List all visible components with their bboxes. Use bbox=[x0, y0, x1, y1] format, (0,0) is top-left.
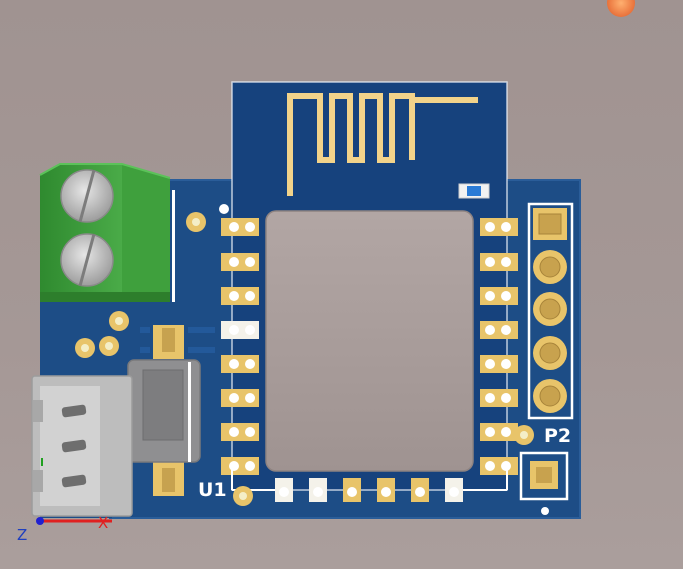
meander-antenna bbox=[287, 93, 478, 196]
orange-origin-marker bbox=[607, 0, 635, 17]
module-silkscreen-outline bbox=[231, 470, 508, 491]
module-bottom-pads bbox=[275, 478, 463, 502]
p2-designator: P2 bbox=[544, 425, 571, 447]
axis-x-label: X bbox=[98, 514, 108, 532]
module-left-pads bbox=[221, 218, 259, 475]
axis-z-label: Z bbox=[17, 526, 27, 544]
pin-header-p2[interactable] bbox=[527, 202, 574, 420]
u1-designator: U1 bbox=[198, 479, 227, 501]
screw-terminal-block[interactable] bbox=[39, 163, 175, 302]
tactile-switch[interactable] bbox=[127, 323, 201, 499]
axis-triad: Z X bbox=[17, 458, 112, 544]
wifi-module[interactable] bbox=[219, 81, 518, 502]
square-pad-terminal bbox=[519, 451, 569, 501]
smd-led bbox=[458, 183, 490, 199]
jst-connector[interactable] bbox=[31, 375, 133, 517]
vias bbox=[75, 212, 549, 515]
shield-can bbox=[265, 210, 474, 472]
module-right-pads bbox=[480, 218, 518, 475]
